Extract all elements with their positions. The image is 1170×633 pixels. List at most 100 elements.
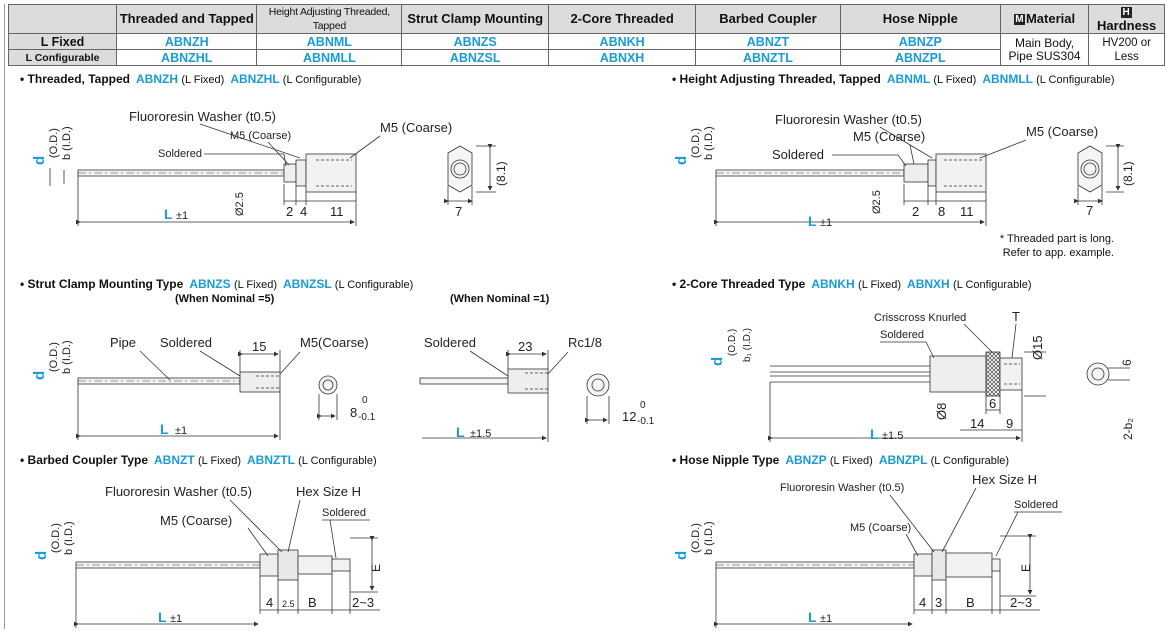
knurl-label: Crisscross Knurled	[874, 312, 966, 324]
soldered-label: Soldered	[424, 335, 476, 350]
dim-phi15: Ø15	[1030, 335, 1045, 360]
dim-b: b (I.D.)	[61, 340, 73, 374]
dim-L: L	[808, 213, 817, 229]
soldered-label: Soldered	[1014, 499, 1058, 511]
dim-23: 23	[518, 339, 532, 354]
hex-label: Hex Size H	[972, 472, 1037, 487]
header-cell: Strut Clamp Mounting	[401, 4, 550, 34]
dim-phi25: Ø2.5	[871, 190, 883, 214]
tol-L: ±1	[820, 613, 832, 625]
dim-25: 2.5	[282, 599, 295, 609]
dim-L: L	[160, 421, 169, 437]
subtitle-nominal-1: (When Nominal =1)	[450, 293, 550, 305]
dim-range: 2~3	[352, 595, 374, 610]
table-row: L Configurable ABNZHL ABNMLL ABNZSL ABNX…	[7, 49, 1165, 66]
washer-label: Fluororesin Washer (t0.5)	[129, 109, 276, 124]
tol-0: 0	[362, 395, 368, 406]
dim-L: L	[164, 206, 173, 222]
dim-L: L	[870, 426, 879, 442]
page-frame	[4, 4, 1165, 629]
material-badge: M	[1013, 14, 1025, 25]
dim-11: 11	[960, 204, 974, 219]
dim-2b2: 2-b₂	[1121, 418, 1135, 440]
soldered-label: Soldered	[772, 147, 824, 162]
header-cell: Height Adjusting Threaded, Tapped	[256, 4, 403, 34]
tol-0: 0	[640, 400, 646, 411]
dim-phi8: Ø8	[934, 403, 949, 420]
hex-label: Hex Size H	[296, 484, 361, 499]
dim-9: 9	[1006, 416, 1013, 431]
dim-3: 3	[935, 595, 942, 610]
dim-d: d	[673, 156, 690, 165]
tol-12: 12	[622, 409, 636, 424]
code-cell: ABNML	[256, 33, 403, 50]
dim-od: (O.D.)	[48, 128, 60, 158]
drawing-twocore: d (O.D.) b₁ (I.D.) Crisscross Knurled T …	[709, 309, 1135, 442]
dim-d: d	[31, 371, 48, 380]
tol-L: ±1	[176, 210, 188, 222]
dim-range: 2~3	[1010, 595, 1032, 610]
soldered-label: Soldered	[880, 329, 924, 341]
subtitle-nominal-5: (When Nominal =5)	[175, 293, 275, 305]
dim-od: (O.D.)	[690, 128, 702, 158]
dim-d: d	[673, 551, 690, 560]
dim-E: E	[369, 564, 383, 572]
washer-label: Fluororesin Washer (t0.5)	[105, 484, 252, 499]
dim-d: d	[31, 156, 48, 165]
soldered-label: Soldered	[322, 507, 366, 519]
tol-m01: -0.1	[637, 416, 655, 427]
dim-2: 2	[286, 204, 293, 219]
washer-label: Fluororesin Washer (t0.5)	[780, 482, 904, 494]
code-cell: ABNZPL	[839, 49, 1001, 66]
dim-L: L	[808, 609, 817, 625]
code-cell: ABNZTL	[695, 49, 841, 66]
code-cell: ABNZHL	[116, 49, 258, 66]
dim-6: 6	[989, 396, 996, 411]
code-cell: ABNMLL	[256, 49, 403, 66]
dim-b: b (I.D.)	[63, 521, 75, 555]
dim-b1: b₁ (I.D.)	[742, 328, 753, 362]
header-cell: Threaded and Tapped	[116, 4, 258, 34]
m5-label: M5 (Coarse)	[380, 120, 452, 135]
header-cell: 2-Core Threaded	[548, 4, 697, 34]
dim-8: 8	[938, 204, 945, 219]
m5-label-small: M5 (Coarse)	[230, 130, 291, 142]
washer-label: Fluororesin Washer (t0.5)	[775, 112, 922, 127]
dim-B: B	[308, 595, 317, 610]
row-label: L Configurable	[7, 49, 118, 66]
tol-8: 8	[350, 405, 357, 420]
dim-od: (O.D.)	[48, 342, 60, 372]
row-label: L Fixed	[7, 33, 118, 50]
drawing-height: d (O.D.) b (I.D.) L ±1 Fluororesin Washe…	[673, 112, 1135, 229]
drawing-hose: d (O.D.) b (I.D.) Fluororesin Washer (t0…	[673, 472, 1062, 628]
pipe-label: Pipe	[110, 335, 136, 350]
m5-label: M5(Coarse)	[300, 335, 369, 350]
soldered-label: Soldered	[158, 148, 202, 160]
dim-2: 2	[912, 204, 919, 219]
dim-4: 4	[919, 595, 926, 610]
dim-b: b (I.D.)	[703, 126, 715, 160]
drawing-strut-1: 23 Soldered Rc1/8 L ±1.5 12 0 -0.1	[419, 335, 655, 442]
tol-L: ±1.5	[882, 430, 903, 442]
dim-d: d	[709, 357, 726, 366]
dim-81: (8.1)	[494, 161, 508, 186]
drawing-strut-5: d (O.D.) b (I.D.) 15 Pipe Soldered M5(Co…	[31, 335, 376, 440]
corner-cell	[7, 4, 118, 34]
header-cell: Hose Nipple	[839, 4, 1001, 34]
m5-label-small: M5 (Coarse)	[853, 129, 925, 144]
header-cell: Barbed Coupler	[695, 4, 841, 34]
dim-phi25: Ø2.5	[234, 192, 246, 216]
dim-14: 14	[970, 416, 984, 431]
material-value: Main Body, Pipe SUS304	[999, 33, 1090, 66]
rc-label: Rc1/8	[568, 335, 602, 350]
dim-d: d	[33, 551, 50, 560]
dim-L: L	[158, 609, 167, 625]
dim-b: b (I.D.)	[61, 126, 73, 160]
dim-L: L	[456, 424, 465, 440]
drawing-threaded: d (O.D.) b (I.D.) L ±1 Fluororesin Washe…	[31, 109, 508, 226]
